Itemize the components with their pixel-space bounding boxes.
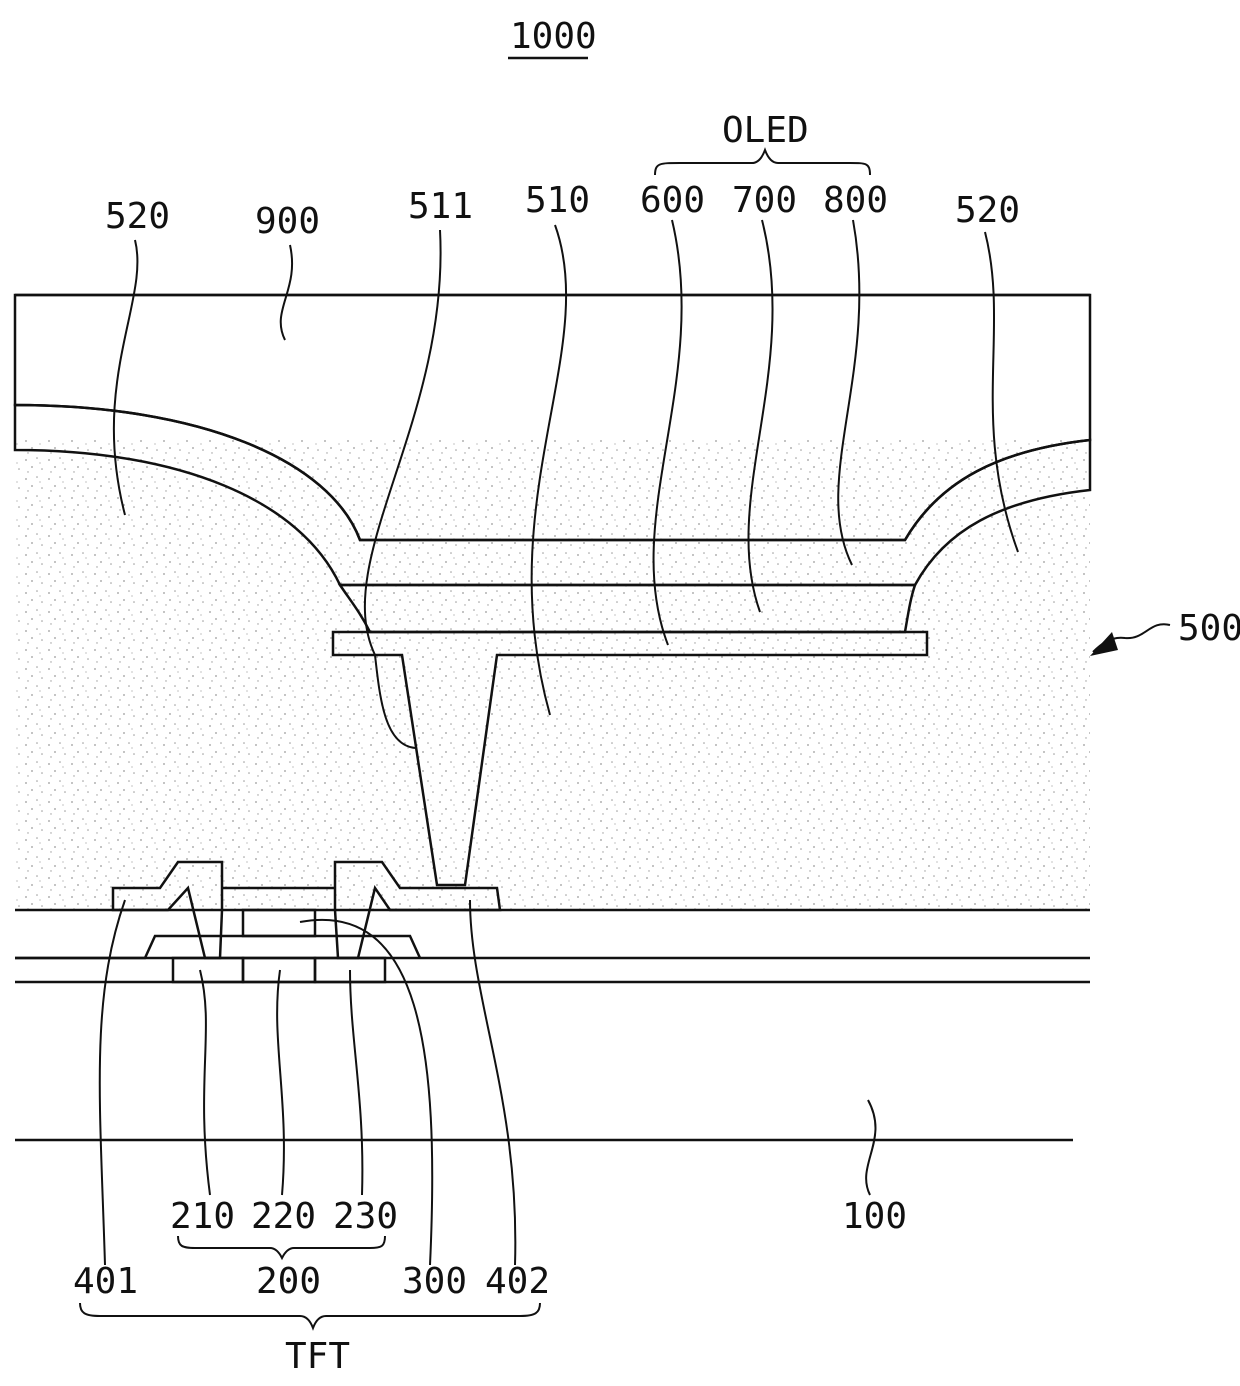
leader-220: [277, 970, 284, 1195]
label-230: 230: [333, 1196, 398, 1237]
leader-401: [100, 900, 125, 1265]
label-oled: OLED: [722, 110, 809, 151]
label-100: 100: [842, 1196, 907, 1237]
label-402: 402: [485, 1261, 550, 1302]
leader-100: [866, 1100, 875, 1195]
figure-number: 1000: [510, 16, 597, 57]
semiconductor-brace: [178, 1236, 385, 1258]
gate-electrode-300: [243, 910, 315, 936]
label-500: 500: [1178, 608, 1240, 649]
label-300: 300: [402, 1261, 467, 1302]
leader-900: [281, 245, 292, 340]
label-900: 900: [255, 201, 320, 242]
leader-402: [470, 900, 515, 1265]
tft-brace: [80, 1303, 540, 1328]
label-220: 220: [251, 1196, 316, 1237]
label-401: 401: [73, 1261, 138, 1302]
leader-210: [200, 970, 210, 1195]
label-520-left: 520: [105, 196, 170, 237]
label-510: 510: [525, 180, 590, 221]
pixel-defining-layer-500: [15, 440, 1090, 910]
label-700: 700: [732, 180, 797, 221]
label-210: 210: [170, 1196, 235, 1237]
label-800: 800: [823, 180, 888, 221]
label-520-right: 520: [955, 190, 1020, 231]
label-200: 200: [256, 1261, 321, 1302]
label-600: 600: [640, 180, 705, 221]
leader-230: [350, 970, 362, 1195]
label-tft: TFT: [285, 1336, 350, 1377]
label-511: 511: [408, 186, 473, 227]
source-region-210: [173, 958, 243, 982]
oled-brace: [655, 150, 870, 175]
arrow-500-head: [1090, 632, 1118, 656]
